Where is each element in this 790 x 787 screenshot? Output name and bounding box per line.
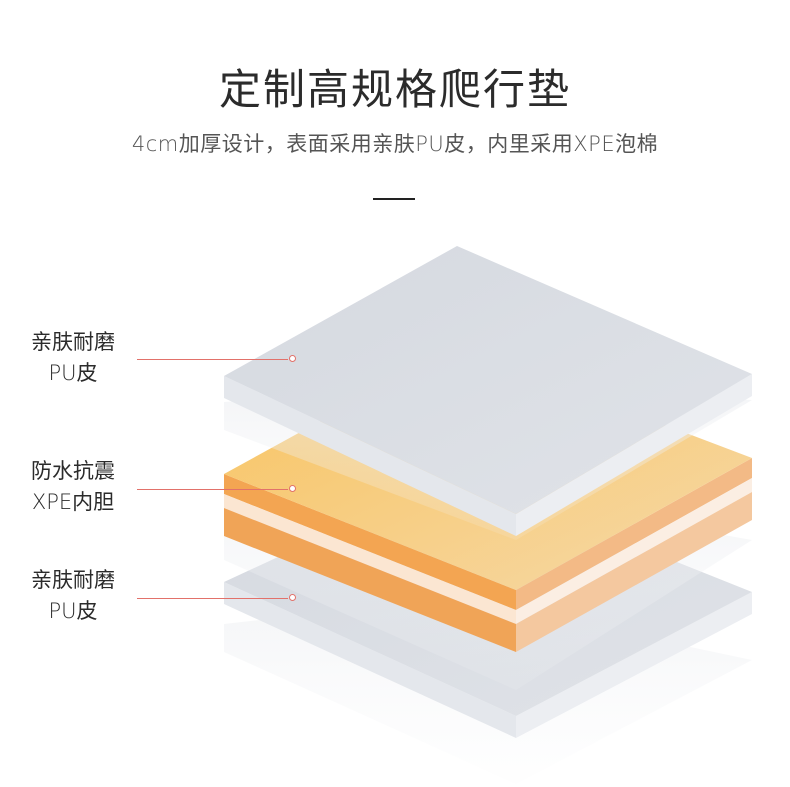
label-top-pu-line1: 亲肤耐磨: [31, 330, 115, 354]
marker-dot-top: [289, 355, 296, 362]
label-xpe: 防水抗震 XPE内胆: [8, 456, 138, 518]
marker-dot-middle: [289, 485, 296, 492]
label-xpe-line1: 防水抗震: [31, 459, 115, 483]
leader-line-middle: [137, 489, 288, 490]
marker-dot-bottom: [289, 594, 296, 601]
label-xpe-line2: XPE内胆: [31, 490, 115, 514]
page-subtitle: 4cm加厚设计，表面采用亲肤PU皮，内里采用XPE泡棉: [131, 132, 659, 156]
top-pu-layer: [224, 246, 752, 536]
leader-line-bottom: [137, 598, 288, 599]
label-bottom-pu-line1: 亲肤耐磨: [31, 568, 115, 592]
page-title: 定制高规格爬行垫: [218, 65, 571, 114]
title-divider: [373, 198, 415, 200]
leader-line-top: [137, 359, 288, 360]
label-bottom-pu: 亲肤耐磨 PU皮: [8, 565, 138, 627]
label-bottom-pu-line2: PU皮: [48, 599, 98, 623]
label-top-pu: 亲肤耐磨 PU皮: [8, 327, 138, 389]
label-top-pu-line2: PU皮: [48, 361, 98, 385]
